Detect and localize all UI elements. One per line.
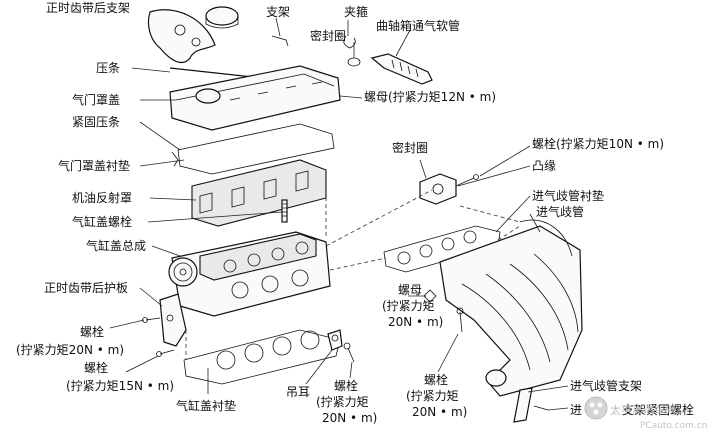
label-bolt-left-15-line1: 螺栓 <box>84 360 108 375</box>
label-timing-belt-rear-bracket: 正时齿带后支架 <box>46 1 130 15</box>
label-bolt-mid-line3: 20N • m) <box>322 411 377 425</box>
timing-belt-rear-guard <box>159 293 187 347</box>
seal-ring-top <box>347 57 361 67</box>
label-bolt-low-line1: 螺栓 <box>424 372 448 387</box>
label-flange: 凸缘 <box>532 159 556 173</box>
label-oil-deflector: 机油反射罩 <box>72 190 132 205</box>
cylinder-head-gasket-part <box>183 329 341 385</box>
label-manifold-bracket: 进气歧管支架 <box>570 378 642 393</box>
cylinder-head-bolt <box>281 199 288 223</box>
valve-cover <box>169 65 341 131</box>
lifting-eye-part <box>327 329 343 351</box>
label-bolt-mid-line1: 螺栓 <box>334 378 358 393</box>
watermark: 太平洋汽车网 PCauto.com.cn <box>584 396 707 431</box>
label-pressure-strip: 压条 <box>96 61 120 75</box>
leader-lines <box>109 17 569 411</box>
intake-manifold-part <box>439 219 583 397</box>
cylinder-head-assembly <box>168 231 331 317</box>
label-bolt-left-20-line2: (拧紧力矩20N • m) <box>16 343 124 357</box>
label-bracket: 支架 <box>266 5 290 19</box>
breather-hose <box>370 53 433 85</box>
oil-deflector-part <box>191 159 327 227</box>
label-manifold-bracket-bolt-prefix: 进 <box>570 403 582 417</box>
label-cylinder-head-bolt: 气缸盖螺栓 <box>72 214 132 229</box>
nut-manifold-20 <box>423 289 437 303</box>
watermark-logo-icon <box>584 396 608 420</box>
label-valve-cover-gasket: 气门罩盖衬垫 <box>58 158 130 173</box>
label-bolt-10: 螺栓(拧紧力矩10N • m) <box>532 136 664 151</box>
label-breather-hose: 曲轴箱通气软管 <box>376 18 460 33</box>
part-labels: 正时齿带后支架 支架 夹箍 密封圈 曲轴箱通气软管 压条 螺母(拧紧力矩12N … <box>16 1 694 425</box>
label-bolt-low-line2: (拧紧力矩 <box>406 389 459 403</box>
bracket-part <box>271 35 289 47</box>
label-cylinder-head-gasket: 气缸盖衬垫 <box>176 398 236 413</box>
watermark-url: PCauto.com.cn <box>640 421 707 431</box>
label-nut-line2: (拧紧力矩 <box>382 299 435 313</box>
watermark-brand: 太平洋汽车网 <box>610 403 676 417</box>
clamp-part <box>343 35 356 49</box>
label-clamp: 夹箍 <box>344 4 368 19</box>
flange-part <box>419 173 479 205</box>
label-manifold-bracket-bolt-suffix: 支架紧固螺栓 <box>622 402 694 417</box>
label-bolt-low-line3: 20N • m) <box>412 405 467 419</box>
label-intake-manifold: 进气歧管 <box>536 204 584 219</box>
label-timing-belt-rear-guard: 正时齿带后护板 <box>44 281 128 295</box>
label-intake-manifold-gasket: 进气歧管衬垫 <box>532 188 604 203</box>
label-lifting-eye: 吊耳 <box>286 385 310 399</box>
bolt-left-15 <box>156 349 175 357</box>
label-bolt-left-20-line1: 螺栓 <box>80 324 104 339</box>
alignment-lines <box>185 189 521 360</box>
label-cylinder-head-assembly: 气缸盖总成 <box>86 238 146 253</box>
label-fastening-strip: 紧固压条 <box>72 115 120 129</box>
label-nut-line1: 螺母 <box>398 283 422 297</box>
label-bolt-left-15-line2: (拧紧力矩15N • m) <box>66 379 174 393</box>
label-nut-12: 螺母(拧紧力矩12N • m) <box>364 90 496 104</box>
timing-belt-rear-bracket <box>147 9 216 63</box>
label-bolt-mid-line2: (拧紧力矩 <box>316 395 369 409</box>
manifold-bracket-part <box>513 387 549 423</box>
label-valve-cover: 气门罩盖 <box>72 92 120 107</box>
valve-cover-gasket-part <box>171 123 335 175</box>
label-seal-top: 密封圈 <box>310 28 346 43</box>
label-seal-right: 密封圈 <box>392 140 428 155</box>
bolt-manifold-20 <box>456 307 464 333</box>
bolt-left-20 <box>142 317 161 323</box>
bolt-middle-20 <box>343 342 355 363</box>
oil-filler-cap <box>205 6 239 29</box>
label-nut-line3: 20N • m) <box>388 315 443 329</box>
